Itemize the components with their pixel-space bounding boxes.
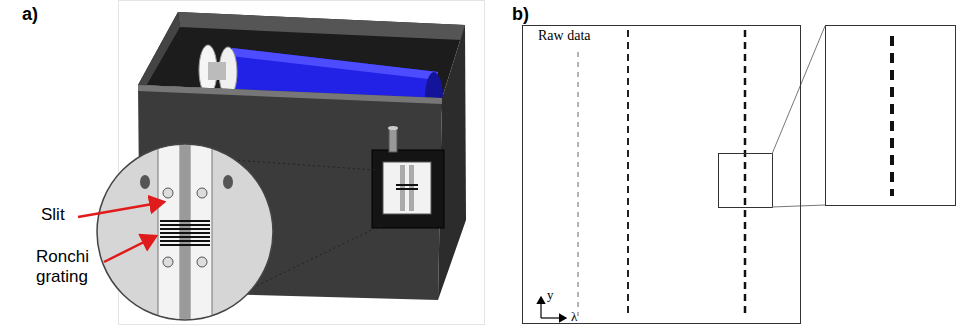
spectral-line bbox=[627, 30, 629, 318]
leader-arrow bbox=[104, 236, 156, 262]
axis-label: λ bbox=[571, 309, 577, 325]
axis-arrow bbox=[541, 317, 566, 318]
leader-arrow bbox=[78, 202, 164, 217]
zoom-connector bbox=[772, 205, 825, 207]
axis-arrow bbox=[540, 297, 541, 318]
plot-frame: Raw data bbox=[522, 25, 801, 324]
panel-frame bbox=[119, 1, 485, 325]
zoom-inset bbox=[826, 26, 956, 206]
zoom-connector bbox=[772, 26, 825, 154]
panel-label: b) bbox=[512, 4, 529, 26]
spectral-line bbox=[744, 30, 747, 318]
zoom-region bbox=[719, 154, 773, 208]
axis-label: y bbox=[547, 287, 554, 303]
magnified-slit bbox=[97, 144, 273, 325]
panel-label: a) bbox=[22, 4, 38, 26]
frame-title: Raw data bbox=[536, 28, 592, 44]
part-label: Ronchi grating bbox=[36, 247, 102, 288]
spectral-line bbox=[577, 52, 579, 316]
part-label: Slit bbox=[41, 205, 65, 225]
spectral-line-zoom bbox=[890, 36, 894, 196]
